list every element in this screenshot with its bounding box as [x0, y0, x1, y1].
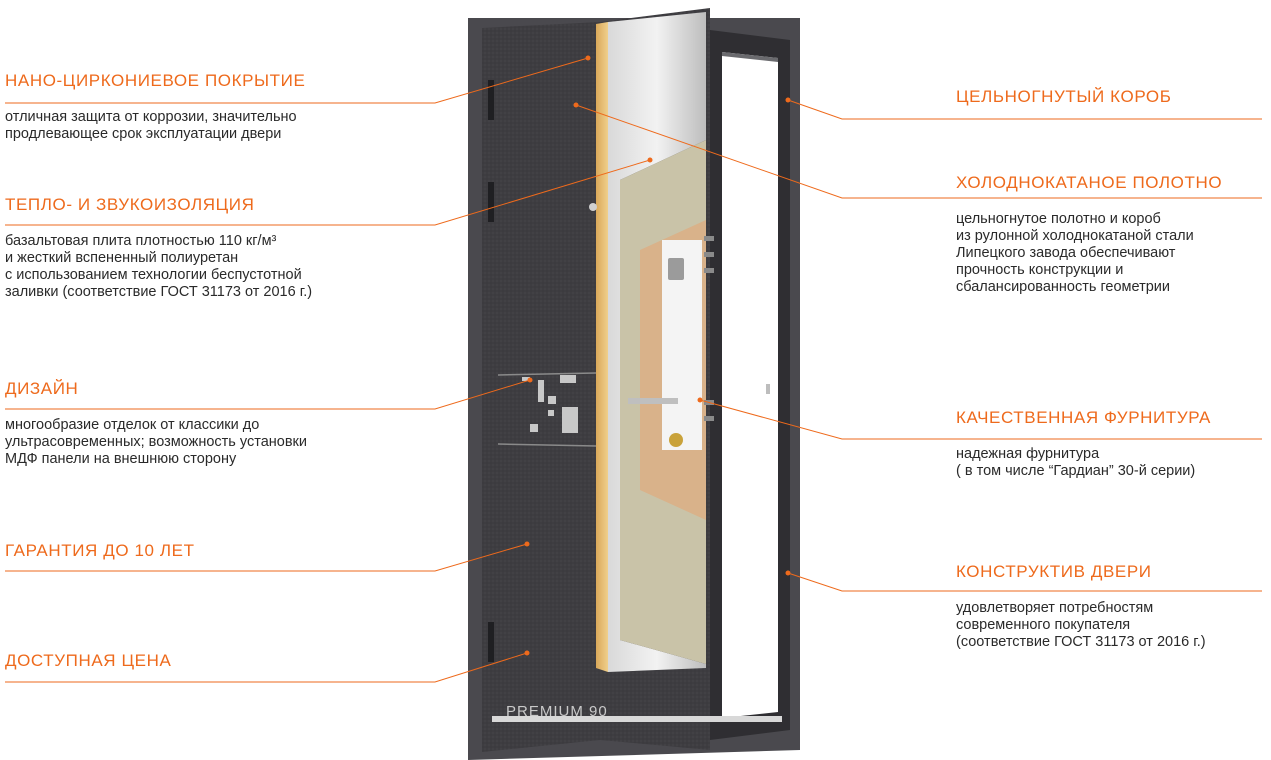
feature-description: отличная защита от коррозии, значительно…: [5, 109, 297, 142]
feature-cold-rolled: ХОЛОДНОКАТАНОЕ ПОЛОТНО цельногнутое поло…: [956, 173, 1222, 296]
feature-title: ГАРАНТИЯ ДО 10 ЛЕТ: [5, 541, 195, 560]
feature-hardware: КАЧЕСТВЕННАЯ ФУРНИТУРА надежная фурнитур…: [956, 408, 1211, 480]
hinge-middle: [488, 182, 494, 222]
feature-title: ХОЛОДНОКАТАНОЕ ПОЛОТНО: [956, 173, 1223, 192]
feature-price: ДОСТУПНАЯ ЦЕНА: [5, 651, 171, 671]
feature-title: ДИЗАЙН: [5, 379, 79, 398]
hinge-bottom: [488, 622, 494, 662]
feature-insulation: ТЕПЛО- И ЗВУКОИЗОЛЯЦИЯ базальтовая плита…: [5, 195, 312, 301]
feature-title: КОНСТРУКТИВ ДВЕРИ: [956, 562, 1152, 581]
feature-title: ДОСТУПНАЯ ЦЕНА: [5, 651, 172, 670]
feature-description: надежная фурнитура ( в том числе “Гардиа…: [956, 446, 1196, 479]
cylinder-lock: [669, 433, 683, 447]
feature-design: ДИЗАЙН многообразие отделок от классики …: [5, 379, 307, 468]
feature-frame: ЦЕЛЬНОГНУТЫЙ КОРОБ: [956, 87, 1171, 107]
feature-warranty: ГАРАНТИЯ ДО 10 ЛЕТ: [5, 541, 195, 561]
feature-title: ЦЕЛЬНОГНУТЫЙ КОРОБ: [956, 87, 1172, 106]
product-label: PREMIUM 90: [506, 703, 608, 720]
feature-description: многообразие отделок от классики до ульт…: [5, 417, 307, 467]
feature-title: НАНО-ЦИРКОНИЕВОЕ ПОКРЫТИЕ: [5, 71, 306, 90]
feature-description: удовлетворяет потребностям современного …: [956, 600, 1206, 650]
feature-title: ТЕПЛО- И ЗВУКОИЗОЛЯЦИЯ: [5, 195, 255, 214]
hinge-top: [488, 80, 494, 120]
feature-construction: КОНСТРУКТИВ ДВЕРИ удовлетворяет потребно…: [956, 562, 1206, 651]
feature-description: базальтовая плита плотностью 110 кг/м³ и…: [5, 233, 313, 300]
inner-handle: [628, 398, 678, 404]
feature-title: КАЧЕСТВЕННАЯ ФУРНИТУРА: [956, 408, 1211, 427]
feature-nano-coating: НАНО-ЦИРКОНИЕВОЕ ПОКРЫТИЕ отличная защит…: [5, 71, 305, 143]
feature-description: цельногнутое полотно и короб из рулонной…: [956, 211, 1194, 295]
mdf-layer: [596, 22, 608, 672]
peephole: [589, 203, 597, 211]
